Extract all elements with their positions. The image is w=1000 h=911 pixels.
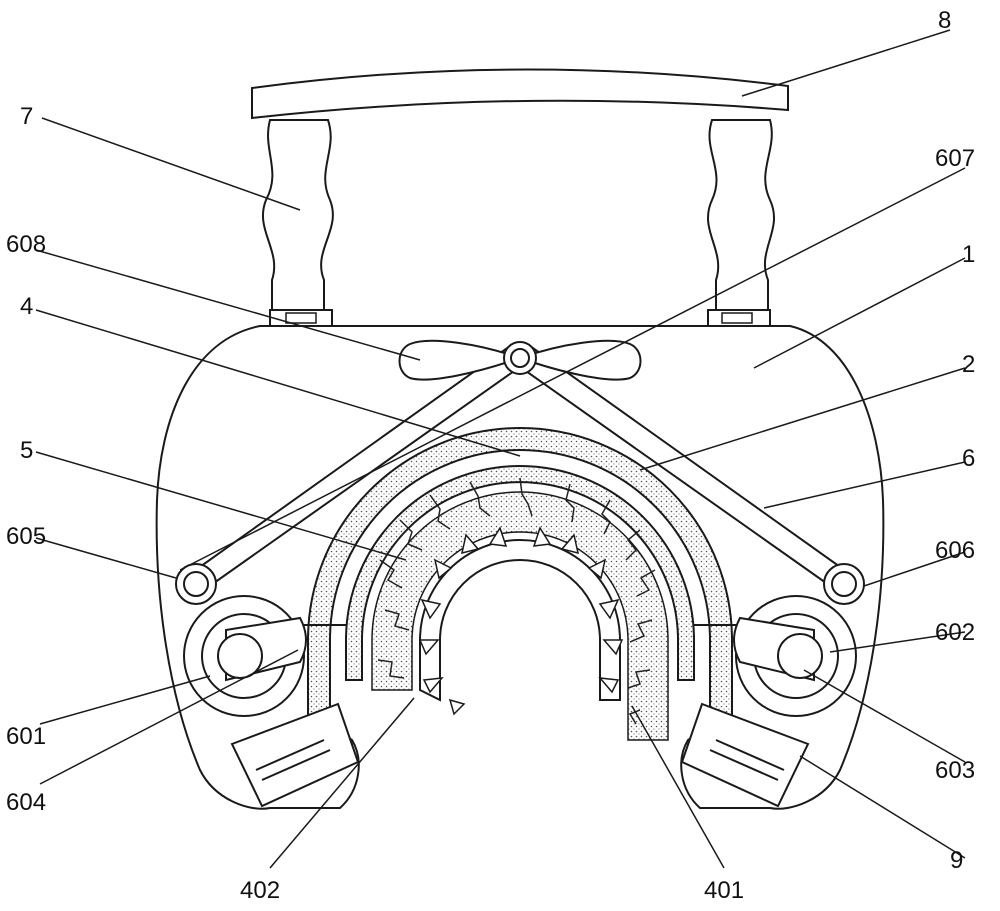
label-5: 5 (20, 437, 33, 464)
toothed-band (419, 539, 621, 702)
label-4: 4 (20, 293, 33, 320)
label-401: 401 (704, 877, 744, 904)
label-6: 6 (962, 445, 975, 472)
linkage-rod-right-2 (515, 363, 837, 591)
label-402: 402 (240, 877, 280, 904)
brush-band (371, 491, 669, 741)
label-9: 9 (950, 847, 963, 874)
post-base-left-inner (285, 312, 317, 324)
pin-left-inner (183, 571, 209, 597)
label-606: 606 (935, 537, 975, 564)
label-1: 1 (962, 241, 975, 268)
label-603: 603 (935, 757, 975, 784)
foot-pad-left (230, 702, 360, 808)
handle-post-right (707, 119, 776, 311)
label-2: 2 (962, 351, 975, 378)
pivot-pin-inner (510, 348, 530, 368)
label-604: 604 (6, 789, 46, 816)
teeth (418, 526, 624, 716)
label-602: 602 (935, 619, 975, 646)
wheel-left-hub (217, 633, 263, 679)
foot-pad-right (680, 702, 810, 808)
linkage-rod-left-2 (203, 363, 525, 591)
wheel-right-hub (777, 633, 823, 679)
label-601: 601 (6, 723, 46, 750)
inner-ring (345, 465, 695, 681)
handle-post-left (261, 119, 334, 311)
label-608: 608 (6, 231, 46, 258)
outer-ring (307, 427, 733, 741)
brush-bristles (377, 477, 656, 725)
label-7: 7 (20, 103, 33, 130)
label-8: 8 (938, 7, 951, 34)
label-607: 607 (935, 145, 975, 172)
handle-bar (251, 68, 789, 120)
leader-lines (35, 29, 966, 869)
label-605: 605 (6, 523, 46, 550)
pin-right-inner (831, 571, 857, 597)
linkage-rod-left (189, 345, 511, 575)
post-base-right-inner (721, 312, 753, 324)
linkage-rod-right (529, 345, 851, 575)
